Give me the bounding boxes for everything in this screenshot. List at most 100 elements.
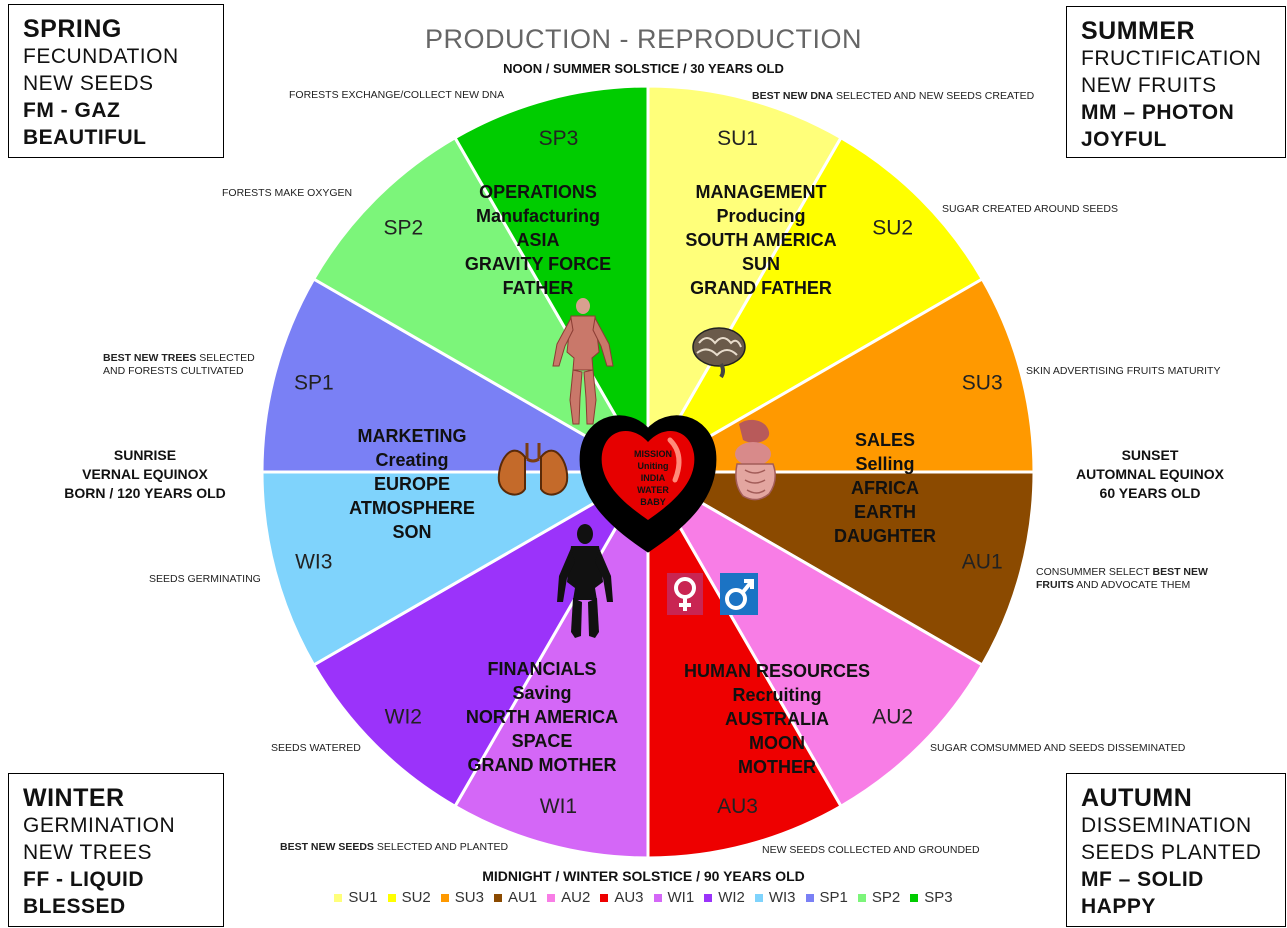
quadrant-operations-line: OPERATIONS (479, 182, 597, 202)
legend-label: WI3 (768, 889, 796, 906)
legend-swatch (754, 894, 763, 903)
wheel-sector-sp2 (311, 135, 653, 477)
segment-code-sp3: SP3 (539, 127, 579, 150)
segment-code-su1: SU1 (717, 127, 758, 150)
wheel-sector-sp3 (452, 84, 650, 478)
season-box-autumn: AUTUMN DISSEMINATION SEEDS PLANTED MF – … (1066, 773, 1286, 927)
diagram-title: PRODUCTION - REPRODUCTION (425, 24, 862, 54)
quadrant-management-line: Producing (717, 206, 806, 226)
quadrant-hr-line: AUSTRALIA (725, 709, 829, 729)
annotation-best-new-seeds: BEST NEW SEEDS SELECTED AND PLANTED (280, 841, 508, 854)
mars-icon (720, 573, 758, 615)
quadrant-hr-line: MOON (749, 733, 805, 753)
wheel-sector-au3 (646, 466, 844, 860)
left-label-line: SUNRISE (113, 447, 177, 463)
legend-swatch (805, 894, 814, 903)
wheel-sector-wi2 (311, 467, 653, 809)
quadrant-sales-line: AFRICA (851, 478, 919, 498)
segment-code-au1: AU1 (962, 551, 1003, 574)
season-quality: BLESSED (23, 895, 126, 918)
right-label-line: AUTOMNAL EQUINOX (1075, 466, 1225, 482)
season-output: NEW TREES (23, 841, 152, 864)
season-state: MF – SOLID (1081, 868, 1204, 891)
quadrant-sales-line: Selling (855, 454, 914, 474)
annotation-bold: BEST NEW SEEDS (280, 841, 374, 853)
digestive-organs-icon (735, 419, 776, 501)
quadrant-hr-line: MOTHER (738, 757, 816, 777)
annotation-new-seeds-collected: NEW SEEDS COLLECTED AND GROUNDED (762, 844, 980, 856)
top-cardinal-label: NOON / SUMMER SOLSTICE / 30 YEARS OLD (503, 61, 784, 76)
legend-item-au1: AU1 (493, 889, 538, 906)
right-label-line: 60 YEARS OLD (1099, 485, 1201, 501)
quadrant-operations-line: GRAVITY FORCE (465, 254, 611, 274)
quadrant-operations-line: Manufacturing (476, 206, 600, 226)
season-name: SPRING (23, 15, 122, 43)
season-name: AUTUMN (1081, 784, 1193, 812)
legend-item-su1: SU1 (334, 889, 378, 906)
legend-label: SU3 (454, 889, 484, 906)
quadrant-operations-line: ASIA (516, 230, 559, 250)
annotation-text: SELECTED (196, 352, 255, 364)
legend-item-su2: SU2 (387, 889, 431, 906)
annotation-bold: FRUITS (1036, 579, 1074, 591)
annotation-skin: SKIN ADVERTISING FRUITS MATURITY (1026, 365, 1221, 377)
quadrant-sales-line: EARTH (854, 502, 916, 522)
annotation-bold: BEST NEW DNA (752, 90, 834, 102)
annotation-forests-exchange: FORESTS EXCHANGE/COLLECT NEW DNA (289, 89, 505, 101)
left-label-line: BORN / 120 YEARS OLD (64, 485, 226, 501)
legend-label: SP3 (924, 889, 953, 906)
legend-swatch (653, 894, 662, 903)
segment-code-au2: AU2 (872, 706, 913, 729)
quadrant-management-line: SUN (742, 254, 780, 274)
annotation-best-new-dna: BEST NEW DNA SELECTED AND NEW SEEDS CREA… (752, 90, 1034, 103)
legend-swatch (600, 894, 609, 903)
segment-code-wi1: WI1 (540, 795, 577, 818)
annotation-text: AND ADVOCATE THEM (1073, 579, 1191, 591)
legend-item-au2: AU2 (547, 889, 590, 906)
quadrant-financials-line: GRAND MOTHER (468, 755, 617, 775)
season-process: DISSEMINATION (1081, 814, 1252, 837)
quadrant-operations-line: FATHER (503, 278, 574, 298)
annotation-forests-oxygen: FORESTS MAKE OXYGEN (222, 187, 353, 199)
legend-label: SU1 (348, 889, 378, 906)
wheel-sectors (260, 84, 1036, 860)
heart-text-line: MISSION (634, 449, 672, 459)
human-silhouette-icon (557, 524, 613, 638)
quadrant-financials-line: FINANCIALS (488, 659, 597, 679)
legend-swatch (440, 894, 449, 903)
legend-label: AU1 (507, 889, 538, 906)
legend-swatch (334, 894, 343, 903)
legend-swatch (493, 894, 502, 903)
heart-icon (579, 415, 717, 553)
segment-code-wi3: WI3 (295, 551, 332, 574)
legend-item-wi2: WI2 (704, 889, 745, 906)
quadrant-marketing-line: EUROPE (374, 474, 450, 494)
wheel-sector-su2 (643, 135, 985, 477)
wheel-sector-au2 (643, 467, 985, 809)
annotation-bold: BEST NEW TREES (103, 352, 197, 364)
heart-text-line: BABY (640, 497, 666, 507)
segment-code-au3: AU3 (717, 795, 758, 818)
legend-label: SU2 (401, 889, 431, 906)
wheel-sector-wi3 (260, 470, 654, 668)
segment-code-su3: SU3 (962, 371, 1003, 394)
heart-text-line: Uniting (638, 461, 669, 471)
annotation-seeds-watered: SEEDS WATERED (271, 742, 361, 754)
season-box-summer: SUMMER FRUCTIFICATION NEW FRUITS MM – PH… (1066, 6, 1286, 158)
annotation-sugar-consumed: SUGAR COMSUMMED AND SEEDS DISSEMINATED (930, 742, 1186, 754)
heart-text-line: INDIA (641, 473, 666, 483)
quadrant-sales-line: DAUGHTER (834, 526, 936, 546)
legend-item-wi1: WI1 (653, 889, 694, 906)
season-output: SEEDS PLANTED (1081, 841, 1262, 864)
legend-swatch (387, 894, 396, 903)
annotation-text: CONSUMMER SELECT (1036, 566, 1153, 578)
legend-label: SP1 (819, 889, 848, 906)
legend-item-sp1: SP1 (805, 889, 848, 906)
legend-item-wi3: WI3 (754, 889, 796, 906)
right-cardinal-label: SUNSET AUTOMNAL EQUINOX 60 YEARS OLD (1045, 446, 1255, 503)
segment-code-wi2: WI2 (385, 706, 422, 729)
venus-icon (667, 573, 703, 615)
season-process: FECUNDATION (23, 45, 179, 68)
